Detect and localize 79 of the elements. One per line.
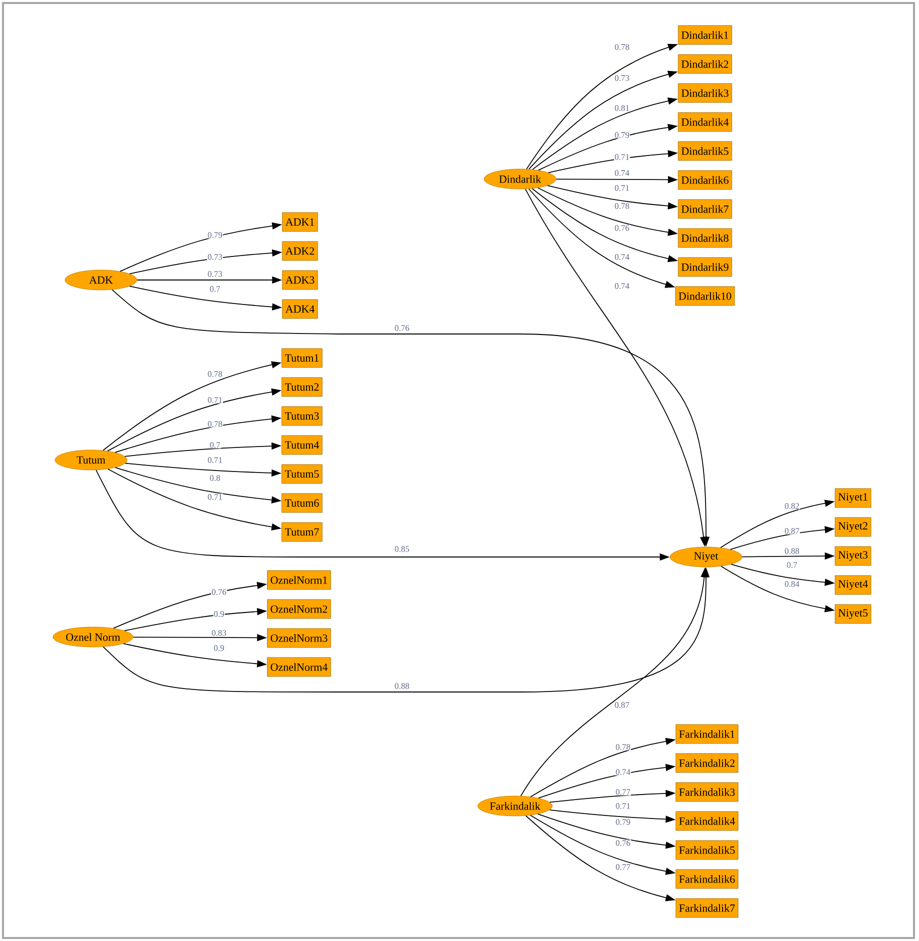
indicator-box: Dindarlik9 (678, 257, 732, 277)
edge-label: 0.78 (207, 420, 223, 428)
edge-label: 0.73 (614, 74, 630, 82)
edge-label: 0.87 (614, 702, 630, 708)
indicator-box: Farkindalik6 (676, 869, 738, 889)
edge-label: 0.71 (207, 494, 223, 500)
edge-label: 0.8 (209, 474, 221, 482)
indicator-box: Niyet1 (834, 488, 872, 508)
indicator-box: Dindarlik10 (675, 286, 735, 306)
edge-label: 0.78 (614, 44, 630, 50)
indicator-box: Niyet3 (834, 546, 872, 566)
indicator-box: OznelNorm4 (267, 657, 331, 677)
indicator-box: Farkindalik7 (676, 898, 738, 918)
edge-label: 0.87 (784, 528, 800, 534)
edge-label: 0.74 (614, 170, 630, 176)
edge-label: 0.9 (213, 610, 225, 618)
edge-label: 0.74 (615, 768, 631, 776)
indicator-box: Farkindalik2 (676, 753, 738, 773)
edge-label: 0.76 (614, 224, 630, 232)
indicator-box: OznelNorm1 (267, 570, 331, 590)
edge-label: 0.71 (614, 154, 630, 160)
edge-label: 0.85 (394, 546, 410, 552)
indicator-box: ADK4 (282, 299, 318, 319)
indicator-box: Farkindalik5 (676, 840, 738, 860)
indicator-box: Dindarlik5 (678, 141, 732, 161)
edge-label: 0.71 (614, 184, 630, 192)
indicator-box: Farkindalik1 (676, 724, 738, 744)
indicator-box: Dindarlik2 (678, 54, 732, 74)
indicator-box: ADK1 (282, 212, 318, 232)
edge-label: 0.88 (784, 548, 800, 554)
indicator-box: ADK2 (282, 241, 318, 261)
edge-label: 0.76 (394, 324, 410, 332)
indicator-box: Tutum3 (282, 406, 322, 426)
edge-label: 0.78 (615, 744, 631, 750)
edge-label: 0.82 (784, 502, 800, 510)
indicator-box: OznelNorm2 (267, 599, 331, 619)
indicator-box: Dindarlik7 (678, 199, 732, 219)
edge-label: 0.73 (207, 254, 223, 260)
indicator-box: Dindarlik4 (678, 112, 732, 132)
edge-label: 0.77 (615, 864, 631, 870)
edge-label: 0.71 (207, 396, 223, 404)
indicator-box: Dindarlik8 (678, 228, 732, 248)
edge-label: 0.73 (207, 270, 223, 278)
indicator-box: Niyet5 (834, 604, 872, 624)
edge-label: 0.74 (614, 282, 630, 290)
edge-label: 0.78 (614, 202, 630, 210)
edge-label: 0.81 (614, 104, 630, 112)
edge-label: 0.78 (207, 370, 223, 378)
indicator-box: Tutum1 (282, 348, 322, 368)
indicator-box: Dindarlik3 (678, 83, 732, 103)
indicator-box: Farkindalik3 (676, 782, 738, 802)
edge-label: 0.79 (207, 232, 223, 238)
edge-label: 0.71 (207, 456, 223, 464)
indicator-box: Tutum6 (282, 493, 322, 513)
indicator-box: OznelNorm3 (267, 628, 331, 648)
edge-label: 0.7 (786, 562, 798, 568)
edge-label: 0.88 (394, 682, 410, 690)
edge-label: 0.79 (614, 132, 630, 138)
edge-label: 0.84 (784, 580, 800, 588)
edge-label: 0.77 (615, 788, 631, 796)
indicator-box: Niyet4 (834, 575, 872, 595)
indicator-box: Dindarlik6 (678, 170, 732, 190)
edge-label: 0.83 (211, 630, 227, 636)
edge-label: 0.76 (211, 588, 227, 596)
edge-label: 0.74 (614, 254, 630, 260)
indicator-box: Dindarlik1 (678, 25, 732, 45)
edge-label: 0.9 (213, 644, 225, 652)
edge-label: 0.7 (209, 286, 221, 292)
indicator-box: Niyet2 (834, 517, 872, 537)
edge-label: 0.71 (615, 802, 631, 810)
indicator-box: Tutum2 (282, 377, 322, 397)
indicator-box: Tutum4 (282, 435, 322, 455)
indicator-box: Tutum5 (282, 464, 322, 484)
indicator-box: Farkindalik4 (676, 811, 738, 831)
indicator-box: ADK3 (282, 270, 318, 290)
edge-label: 0.79 (615, 818, 631, 826)
indicator-box: Tutum7 (282, 522, 322, 542)
edge-label: 0.76 (615, 840, 631, 846)
edge-label: 0.7 (209, 442, 221, 448)
